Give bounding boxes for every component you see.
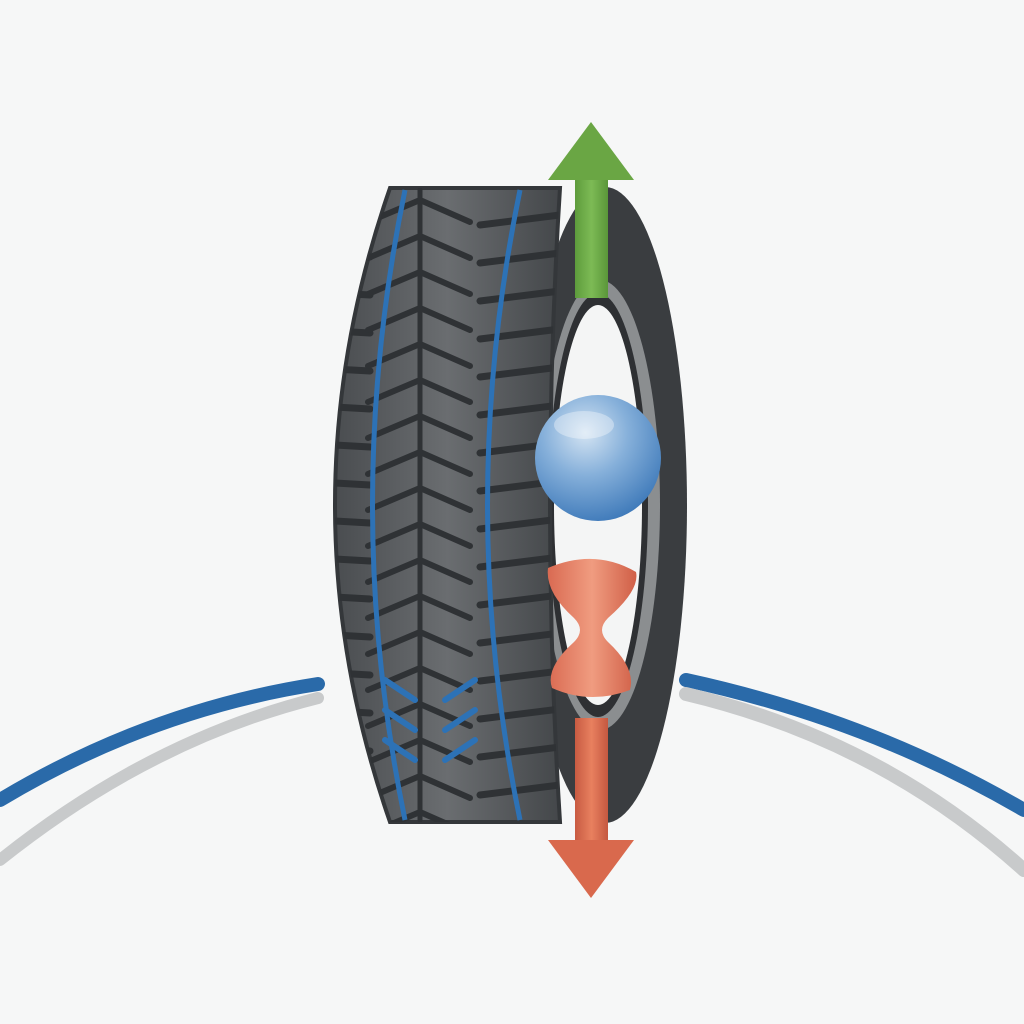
road-right-gray <box>679 687 1024 877</box>
tread-chevron-groove <box>417 485 473 513</box>
up-arrow-icon <box>548 122 634 298</box>
tread-chevron-groove <box>417 413 473 441</box>
tread-chevron-groove <box>417 629 473 657</box>
tread-chevron-groove <box>365 449 423 477</box>
tread-chevron-groove <box>365 521 423 549</box>
tread-block-groove <box>476 667 560 685</box>
tread-block-groove <box>476 705 560 723</box>
tread-block-groove <box>476 211 560 229</box>
tread-chevron-groove <box>365 305 423 333</box>
tread-block-groove <box>335 477 374 489</box>
tread-block-groove <box>476 743 560 761</box>
road-left-blue <box>0 677 325 807</box>
tread-block-groove <box>335 667 374 679</box>
tread-chevron-groove <box>365 665 423 693</box>
tread-block-groove <box>476 515 560 533</box>
tread-chevron-groove <box>417 305 473 333</box>
tread-chevron-groove <box>417 773 473 801</box>
tread-block-groove <box>476 591 560 609</box>
tread-chevron-groove <box>417 233 473 261</box>
tread-block-groove <box>335 705 374 717</box>
tread-block-groove <box>335 401 374 413</box>
tread-block-groove <box>476 781 560 799</box>
tread-chevron-groove <box>365 485 423 513</box>
tread-blue-chevron <box>382 707 418 733</box>
tread-block-groove <box>335 363 374 375</box>
road-right-blue <box>679 673 1024 817</box>
down-arrow-icon <box>548 718 634 898</box>
tread-block-groove <box>335 743 374 755</box>
tread-chevron-groove <box>417 521 473 549</box>
tread-block-groove <box>335 211 374 223</box>
tread-block-groove <box>335 781 374 793</box>
tread-blue-chevron <box>442 677 478 703</box>
tread-chevron-groove <box>417 449 473 477</box>
tread-block-groove <box>476 287 560 305</box>
tread-block-groove <box>335 591 374 603</box>
tread-chevron-groove <box>365 269 423 297</box>
tread-blue-chevron <box>382 737 418 763</box>
tread-chevron-groove <box>417 809 473 822</box>
tread-chevron-groove <box>417 269 473 297</box>
tread-blue-groove-left <box>370 189 408 821</box>
tread-blue-chevron <box>442 737 478 763</box>
road-curves <box>0 673 1024 877</box>
tread-block-groove <box>335 325 374 337</box>
tread-block-groove <box>335 439 374 451</box>
tread-blue-groove-right <box>485 189 523 821</box>
road-left-gray <box>0 692 324 866</box>
tread-chevron-groove <box>365 629 423 657</box>
tread-block-groove <box>476 553 560 571</box>
tread-block-groove <box>335 629 374 641</box>
hourglass-icon <box>547 558 637 698</box>
tread-chevron-groove <box>365 809 423 822</box>
tread-chevron-groove <box>365 413 423 441</box>
tread-block-groove <box>476 249 560 267</box>
tread-chevron-groove <box>417 557 473 585</box>
sphere-icon <box>535 395 661 521</box>
tread-chevron-groove <box>417 197 473 225</box>
tread-chevron-groove <box>417 341 473 369</box>
tread-chevron-groove <box>417 593 473 621</box>
tread-block-groove <box>335 249 374 261</box>
tread-block-groove <box>335 553 374 565</box>
tread-chevron-groove <box>417 377 473 405</box>
tread-block-groove <box>476 325 560 343</box>
tread-blue-chevron <box>382 677 418 703</box>
tread-chevron-groove <box>417 737 473 765</box>
tread-block-groove <box>335 515 374 527</box>
tread-blue-chevron <box>442 707 478 733</box>
tread-block-groove <box>476 401 560 419</box>
tire-tread <box>333 186 563 824</box>
